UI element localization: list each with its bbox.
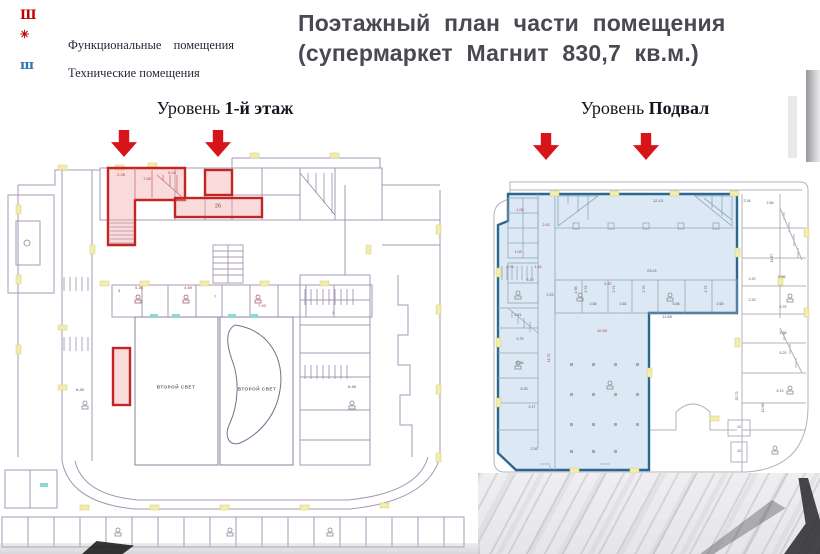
window-markers [495, 190, 810, 474]
basement-interior [498, 194, 738, 470]
columns [570, 363, 639, 453]
fixture-icons [134, 294, 262, 304]
entrance-arrow-icon [633, 133, 659, 160]
stairs [63, 172, 354, 379]
window-markers [15, 152, 442, 511]
walls [1, 157, 465, 548]
faded-photo-fragment [788, 96, 797, 158]
faded-photo-fragment [0, 543, 480, 554]
basement-drawing [493, 181, 810, 474]
legend-technical-label: Технические помещения [68, 66, 200, 80]
level-label-basement: Уровень Подвал [540, 98, 750, 119]
highlight-inner-lines [134, 168, 184, 200]
teal-markers [40, 314, 258, 487]
entrance-arrow-icon [533, 133, 559, 160]
functional-area-highlight [106, 166, 264, 407]
asterisk-icon: ✳ [20, 28, 30, 41]
functional-hatch-swatch: Ш [20, 8, 37, 23]
page-title-line1: Поэтажный план части помещения [298, 10, 726, 36]
faded-photo-fragment [478, 473, 820, 554]
basement-area-highlight [496, 192, 739, 472]
level-label-first-floor: Уровень 1-й этаж [120, 98, 330, 119]
page-title-line2: (супермаркет Магнит 830,7 кв.м.) [298, 40, 699, 66]
level-prefix: Уровень [156, 98, 221, 118]
faded-photo-fragment [82, 541, 134, 554]
level-prefix: Уровень [580, 98, 645, 118]
level-name: Подвал [648, 98, 710, 118]
first-floor-drawing [1, 152, 465, 548]
level-name: 1-й этаж [224, 98, 294, 118]
fixture-icons [514, 290, 794, 455]
page-title: Поэтажный план части помещения (супермар… [298, 8, 813, 68]
faded-photo-fragment [806, 70, 820, 162]
legend-functional-label: Функциональные помещения [68, 38, 235, 52]
fixture-icons [23, 239, 356, 537]
walls [493, 181, 809, 473]
technical-hatch-swatch: ш [20, 58, 34, 73]
